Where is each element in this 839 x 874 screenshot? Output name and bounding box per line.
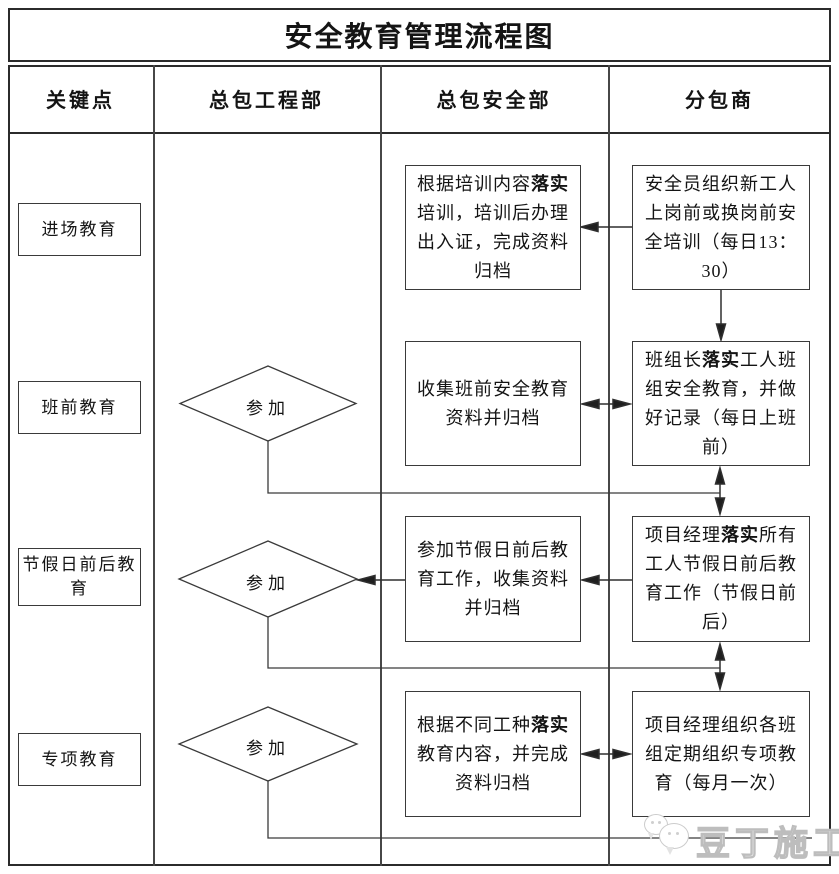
safety-dept-node-row3: 参加节假日前后教育工作，收集资料并归档 <box>405 516 581 642</box>
column-divider-2 <box>380 65 382 866</box>
keypoint-box-row3: 节假日前后教育 <box>18 548 141 606</box>
subcontractor-node-row1: 安全员组织新工人上岗前或换岗前安全培训（每日13：30） <box>632 165 810 290</box>
decision-elbow-lines <box>267 441 812 839</box>
watermark: 豆丁施工 <box>642 808 839 866</box>
keypoint-box-row2: 班前教育 <box>18 381 141 434</box>
column-header-keypoint: 关键点 <box>46 90 115 112</box>
keypoint-box-row1: 进场教育 <box>18 203 141 256</box>
title-box: 安全教育管理流程图 <box>8 8 831 62</box>
arrow-left-row1 <box>578 221 599 233</box>
elbow-row4 <box>267 781 812 839</box>
arrow-left-row2 <box>579 398 600 410</box>
safety-dept-node-row1: 根据培训内容落实培训，培训后办理出入证，完成资料归档 <box>405 165 581 290</box>
row3-connectors <box>355 574 726 692</box>
header-divider <box>8 132 831 134</box>
row2-connectors <box>579 398 726 517</box>
arrow-down-row3 <box>714 497 726 517</box>
subcontractor-node-row2: 班组长落实工人班组安全教育，并做好记录（每日上班前） <box>632 341 810 466</box>
watermark-bubble-tail <box>666 847 674 855</box>
watermark-text: 豆丁施工 <box>695 825 839 863</box>
column-header-safety: 总包安全部 <box>436 90 552 112</box>
page-title: 安全教育管理流程图 <box>284 22 555 53</box>
arrow-up-row3 <box>714 641 726 661</box>
column-divider-1 <box>153 65 155 866</box>
column-divider-3 <box>608 65 610 866</box>
column-header-subcontractor: 分包商 <box>685 90 754 112</box>
arrow-right-row2 <box>612 398 633 410</box>
safety-dept-node-row2: 收集班前安全教育资料并归档 <box>405 341 581 466</box>
watermark-chat-bubble-icon <box>659 823 689 849</box>
row4-connectors <box>579 748 633 760</box>
watermark-bubble-tail <box>648 833 654 840</box>
decision-label-row2: 参加 <box>246 399 290 418</box>
decision-diamond-row3 <box>177 540 359 618</box>
arrow-left-row3 <box>579 574 600 586</box>
decision-diamond-row2 <box>178 365 358 442</box>
row1-connectors <box>578 221 727 343</box>
arrow-down-row4 <box>714 672 726 692</box>
arrow-down-row1-to-row2 <box>715 323 727 343</box>
keypoint-box-row4: 专项教育 <box>18 733 141 786</box>
elbow-row2 <box>267 441 720 494</box>
column-header-engineering: 总包工程部 <box>209 90 324 112</box>
arrow-left-row4 <box>579 748 600 760</box>
decision-label-row3: 参加 <box>246 574 290 593</box>
arrow-right-row4 <box>612 748 633 760</box>
decision-diamond-row4 <box>177 706 359 782</box>
arrow-into-diamond-row3 <box>355 574 376 586</box>
subcontractor-node-row4: 项目经理组织各班组定期组织专项教育（每月一次） <box>632 691 810 817</box>
decision-diamonds <box>177 365 359 782</box>
table-frame <box>8 65 831 866</box>
arrow-up-row2 <box>714 465 726 485</box>
decision-label-row4: 参加 <box>246 739 290 758</box>
elbow-row3 <box>267 617 720 669</box>
subcontractor-node-row3: 项目经理落实所有工人节假日前后教育工作（节假日前后） <box>632 516 810 642</box>
safety-dept-node-row4: 根据不同工种落实教育内容，并完成资料归档 <box>405 691 581 817</box>
